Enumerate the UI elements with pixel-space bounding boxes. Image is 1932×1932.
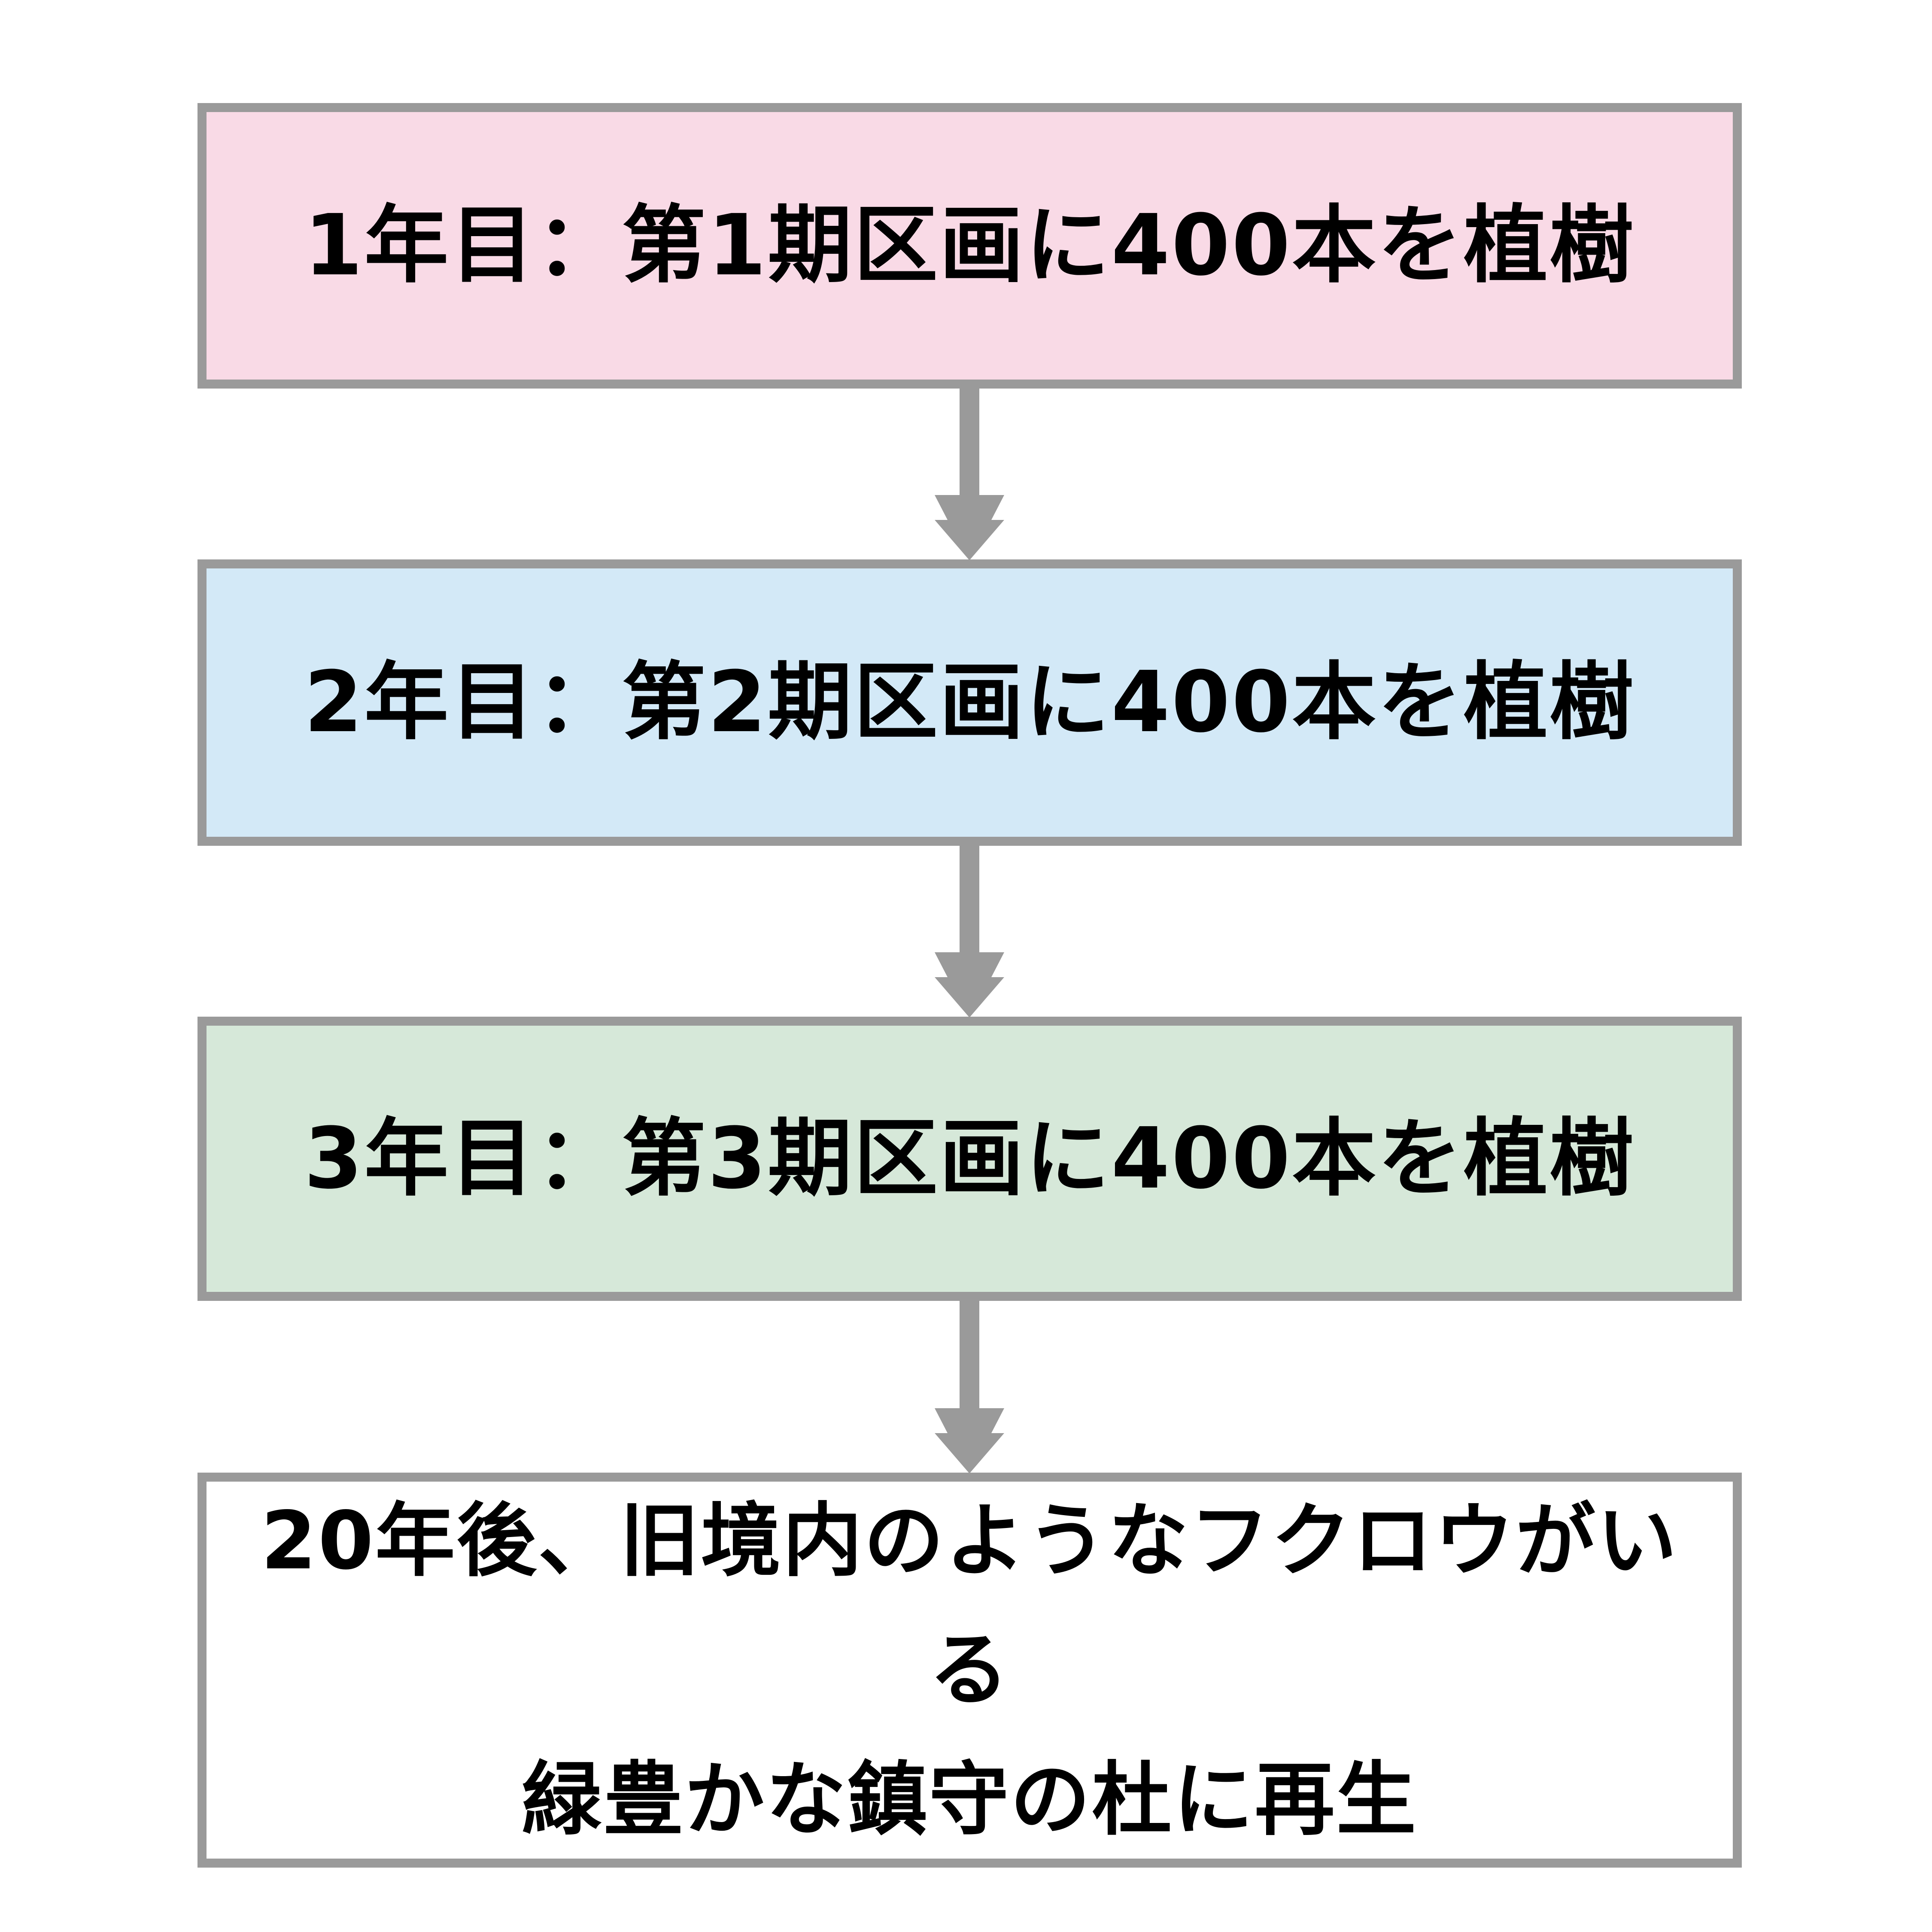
flow-node-year3[interactable]: 3年目：第3期区画に400本を植樹 — [197, 1017, 1742, 1301]
down-arrow-icon — [935, 388, 1004, 560]
down-arrow-icon — [935, 1300, 1004, 1473]
down-arrow-icon — [935, 845, 1004, 1018]
flow-node-year1-label: 1年目：第1期区画に400本を植樹 — [304, 197, 1635, 295]
flow-node-year2-label: 2年目：第2期区画に400本を植樹 — [304, 653, 1635, 752]
flow-node-year1[interactable]: 1年目：第1期区画に400本を植樹 — [197, 103, 1742, 389]
flow-node-outcome[interactable]: 20年後、旧境内のようなフクロウがいる 緑豊かな鎮守の杜に再生 — [197, 1473, 1742, 1868]
flow-node-year3-label: 3年目：第3期区画に400本を植樹 — [304, 1109, 1635, 1208]
flow-node-year2[interactable]: 2年目：第2期区画に400本を植樹 — [197, 559, 1742, 846]
flow-node-outcome-label: 20年後、旧境内のようなフクロウがいる 緑豊かな鎮守の杜に再生 — [261, 1494, 1679, 1846]
